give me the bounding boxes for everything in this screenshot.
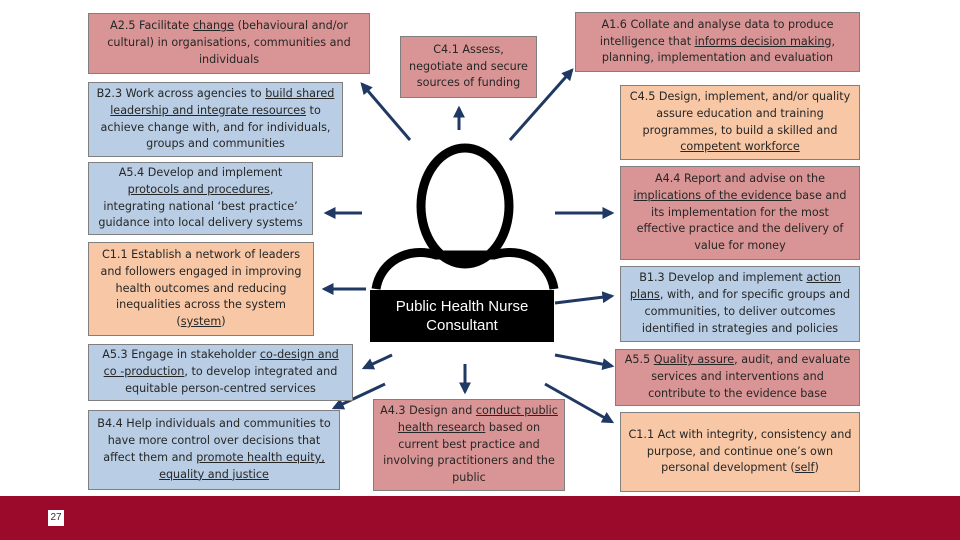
box-a44: A4.4 Report and advise on the implicatio… bbox=[620, 166, 860, 260]
arrow-to-a53 bbox=[361, 353, 393, 370]
box-a54: A5.4 Develop and implement protocols and… bbox=[88, 162, 313, 235]
footer-bar bbox=[0, 496, 960, 540]
box-c11a: C1.1 Establish a network of leaders and … bbox=[88, 242, 314, 336]
arrow-to-b44 bbox=[331, 382, 386, 410]
box-a25: A2.5 Facilitate change (behavioural and/… bbox=[88, 13, 370, 74]
box-b44: B4.4 Help individuals and communities to… bbox=[88, 410, 340, 490]
box-b23: B2.3 Work across agencies to build share… bbox=[88, 82, 343, 157]
box-c45: C4.5 Design, implement, and/or quality a… bbox=[620, 85, 860, 160]
box-a53: A5.3 Engage in stakeholder co-design and… bbox=[88, 344, 353, 401]
arrow-to-a16 bbox=[508, 68, 574, 141]
person-outline-icon bbox=[371, 143, 559, 290]
box-c41: C4.1 Assess, negotiate and secure source… bbox=[400, 36, 537, 98]
arrow-to-c11b bbox=[544, 382, 615, 424]
arrow-to-b13 bbox=[554, 291, 615, 305]
box-a55: A5.5 Quality assure, audit, and evaluate… bbox=[615, 349, 860, 406]
center-role-label: Public Health Nurse Consultant bbox=[370, 290, 554, 342]
arrow-to-b23 bbox=[360, 82, 412, 141]
box-c11b: C1.1 Act with integrity, consistency and… bbox=[620, 412, 860, 492]
box-a16: A1.6 Collate and analyse data to produce… bbox=[575, 12, 860, 72]
box-a43: A4.3 Design and conduct public health re… bbox=[373, 399, 565, 491]
page-number: 27 bbox=[48, 510, 64, 526]
arrow-to-a55 bbox=[554, 353, 615, 371]
box-b13: B1.3 Develop and implement action plans,… bbox=[620, 266, 860, 342]
